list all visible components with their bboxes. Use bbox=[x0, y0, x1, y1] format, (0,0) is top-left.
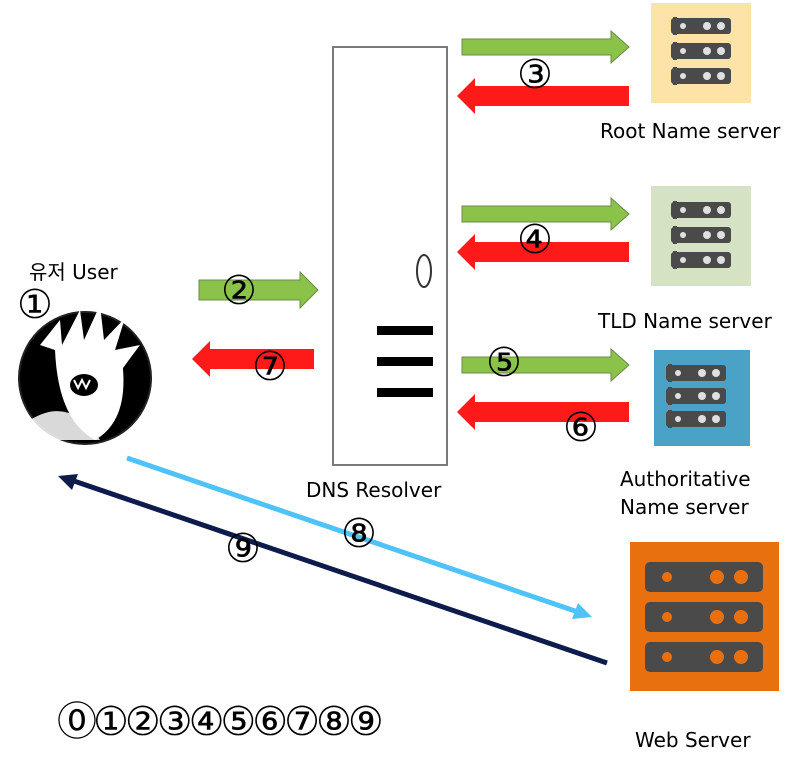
tld-server-label: TLD Name server bbox=[597, 309, 773, 333]
step-3-number: ③ bbox=[517, 52, 553, 98]
step-5-number: ⑤ bbox=[486, 340, 522, 386]
step-7-number: ⑦ bbox=[252, 344, 288, 390]
response-arrow-web-to-user bbox=[58, 474, 608, 666]
authoritative-name-server-icon bbox=[654, 350, 750, 446]
step-4-number: ④ bbox=[517, 217, 553, 263]
request-arrow-user-to-resolver bbox=[198, 270, 319, 310]
resolver-label: DNS Resolver bbox=[306, 478, 442, 502]
resolver-tower-icon bbox=[332, 46, 448, 466]
step-2-number: ② bbox=[221, 268, 257, 314]
web-server-icon bbox=[630, 542, 779, 691]
user-avatar-icon bbox=[18, 305, 152, 445]
circled-number-row: ⓪①②③④⑤⑥⑦⑧⑨ bbox=[57, 699, 381, 745]
request-arrow-to-authoritative bbox=[461, 347, 630, 383]
user-label: 유저 User bbox=[29, 260, 119, 284]
response-arrow-from-root bbox=[457, 78, 629, 114]
request-arrow-user-to-web bbox=[126, 455, 592, 619]
authoritative-server-label-line1: Authoritative bbox=[620, 467, 751, 491]
web-server-label: Web Server bbox=[635, 728, 751, 752]
step-8-number: ⑧ bbox=[341, 511, 377, 557]
root-server-label: Root Name server bbox=[600, 119, 781, 143]
step-1-number: ① bbox=[17, 282, 53, 328]
tld-name-server-icon bbox=[651, 186, 751, 286]
authoritative-server-label-line2: Name server bbox=[620, 495, 749, 519]
root-name-server-icon bbox=[651, 3, 751, 103]
response-arrow-from-authoritative bbox=[457, 394, 629, 430]
request-arrow-to-tld bbox=[461, 196, 630, 232]
response-arrow-from-tld bbox=[457, 234, 629, 270]
step-6-number: ⑥ bbox=[563, 405, 599, 451]
step-9-number: ⑨ bbox=[225, 526, 261, 572]
response-arrow-resolver-to-user bbox=[192, 341, 314, 377]
request-arrow-to-root bbox=[461, 29, 630, 65]
